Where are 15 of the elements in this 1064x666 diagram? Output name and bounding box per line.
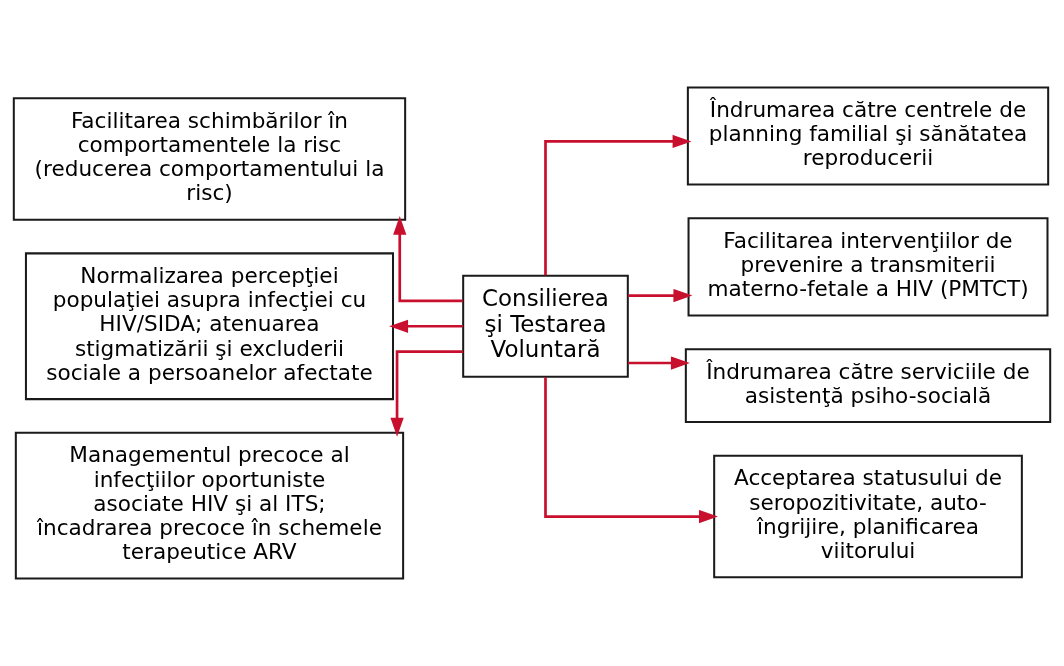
arrow <box>544 377 718 524</box>
node-box: Facilitarea intervenţiilor de prevenire a transmiterii materno-fetale a HIV (PMTCT) <box>687 217 1049 317</box>
arrow <box>628 288 693 303</box>
node-box: Managementul precoce al infecţiilor oportuniste asociate HIV şi al ITS; încadrarea precoce în schemele terapeutice ARV <box>14 431 405 580</box>
arrow <box>628 356 690 370</box>
arrow <box>544 134 692 276</box>
node-box: Acceptarea statusului de seropozitivitate, auto-îngrijire, planificarea viitorului <box>713 454 1023 579</box>
arrow <box>393 215 463 303</box>
arrow <box>389 319 463 333</box>
node-box: Normalizarea percepţiei populaţiei asupra infecţiei cu HIV/SIDA; atenuarea stigmatizării şi excluderii sociale a persoanelor afectate <box>24 252 394 401</box>
arrow <box>390 350 464 437</box>
node-box: Îndrumarea către serviciile de asistenţă psiho-socială <box>684 348 1052 424</box>
node-box: Îndrumarea către centrele de planning familial şi sănătatea reproducerii <box>686 86 1050 186</box>
node-box: Facilitarea schimbărilor în comportamentele la risc (reducerea comportamentului la risc) <box>12 97 407 221</box>
node-box: Consilierea şi Testarea Voluntară <box>462 274 629 378</box>
